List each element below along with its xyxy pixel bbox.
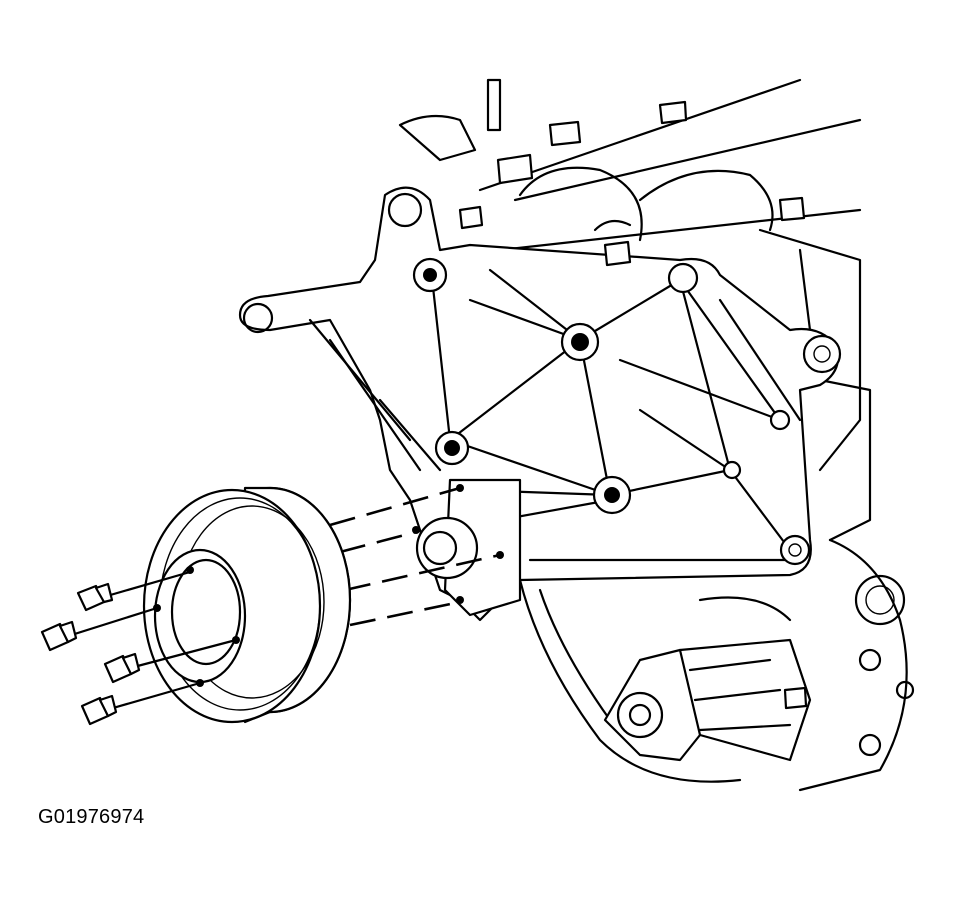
- accessory-bracket-icon: [238, 186, 842, 622]
- engine-block-icon: [398, 78, 915, 792]
- alignment-guides: [329, 486, 501, 627]
- head-bolts: [458, 100, 806, 267]
- figure-id-label: G01976974: [38, 806, 145, 828]
- water-pump-icon: [603, 596, 812, 762]
- pulley-icon: [142, 486, 352, 724]
- bolt-icon: [40, 570, 238, 726]
